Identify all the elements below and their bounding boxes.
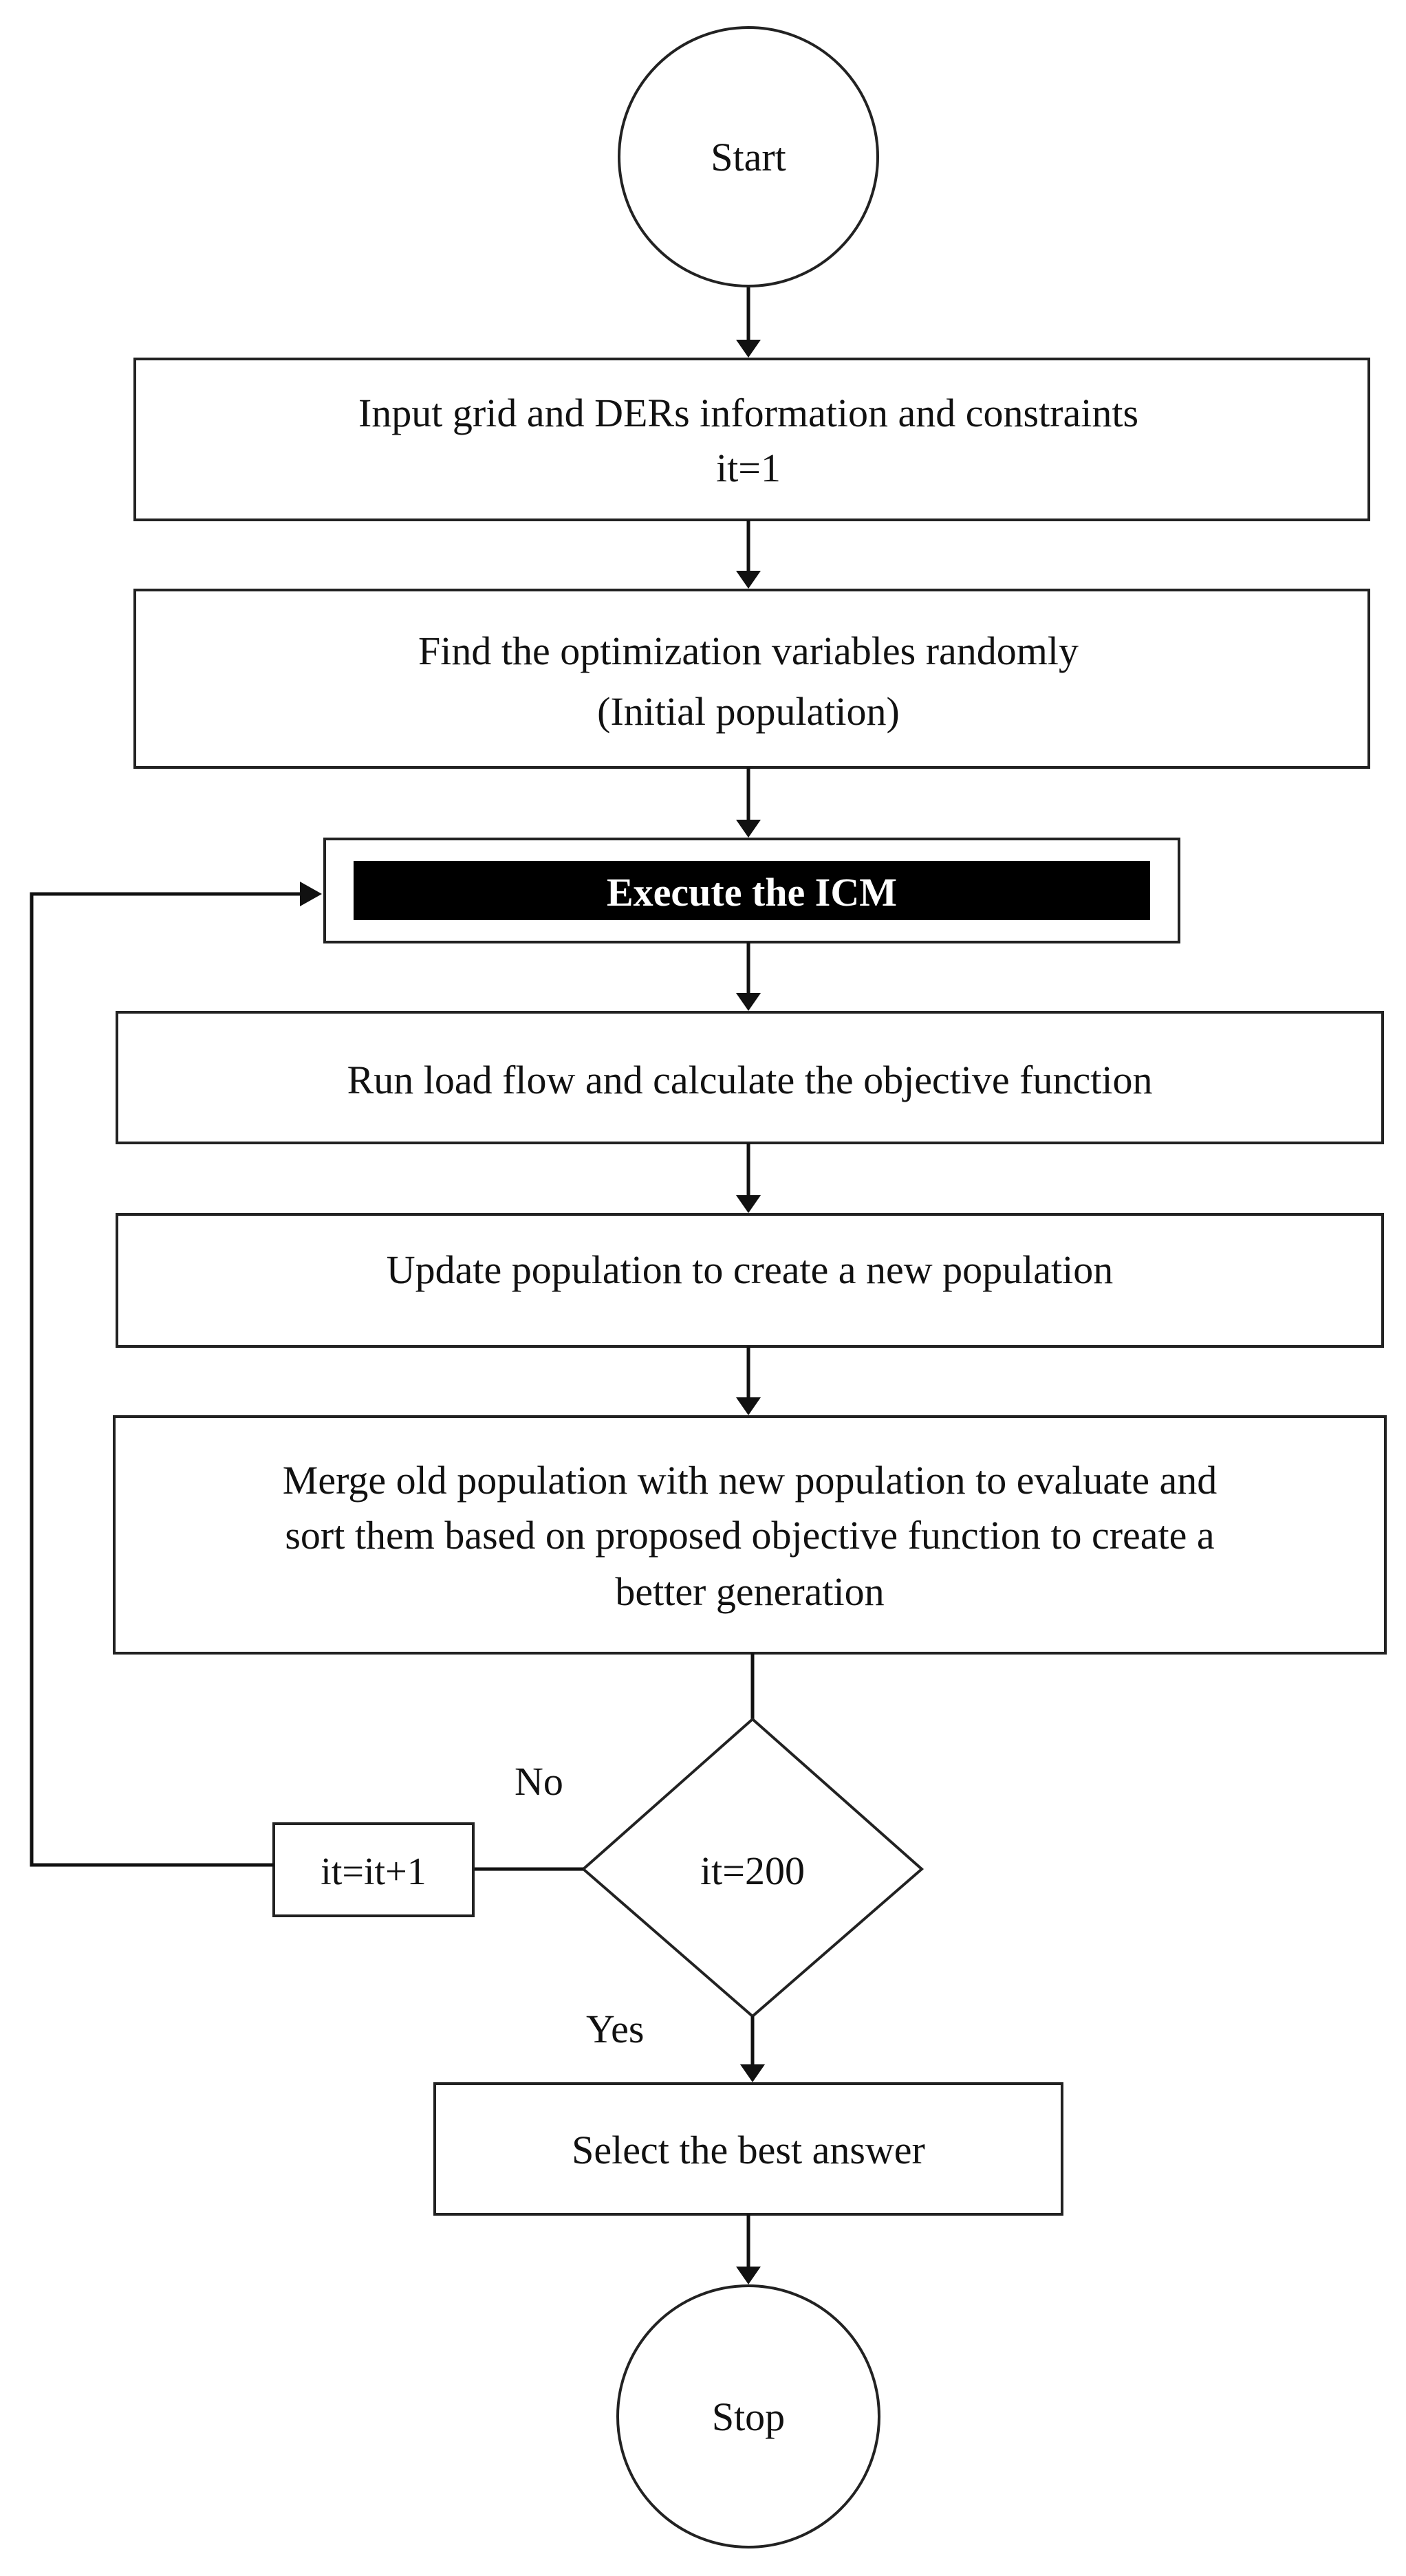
execute-label: Execute the ICM [607, 870, 897, 915]
merge-node: Merge old population with new population… [113, 1415, 1387, 1655]
update-node: Update population to create a new popula… [116, 1213, 1384, 1348]
arrowhead [736, 571, 761, 589]
merge-line-2: sort them based on proposed objective fu… [285, 1513, 1214, 1558]
start-node: Start [618, 26, 879, 287]
update-label: Update population to create a new popula… [387, 1247, 1114, 1292]
merge-box [113, 1415, 1387, 1655]
stop-label: Stop [712, 2394, 785, 2439]
arrowhead [736, 340, 761, 358]
execute-node: Execute the ICM [323, 838, 1180, 943]
find-line-1: Find the optimization variables randomly [418, 629, 1079, 673]
select-box [433, 2082, 1063, 2216]
arrowhead [736, 1195, 761, 1213]
select-node: Select the best answer [433, 2082, 1063, 2216]
arrowhead [736, 2267, 761, 2284]
find-node: Find the optimization variables randomly… [133, 589, 1370, 769]
merge-line-1: Merge old population with new population… [283, 1458, 1217, 1503]
select-label: Select the best answer [572, 2128, 925, 2172]
start-circle [618, 26, 879, 287]
arrowhead [740, 2064, 765, 2082]
decision-node: it=200 [581, 1717, 924, 2018]
run-node: Run load flow and calculate the objectiv… [116, 1011, 1384, 1144]
find-line-2: (Initial population) [597, 689, 900, 734]
execute-inner-bar [354, 861, 1150, 920]
no-label: No [515, 1759, 563, 1804]
start-label: Start [711, 135, 786, 179]
run-label: Run load flow and calculate the objectiv… [347, 1058, 1153, 1102]
stop-node: Stop [616, 2284, 880, 2548]
merge-line-3: better generation [615, 1569, 884, 1614]
arrowhead [736, 1397, 761, 1415]
run-box [116, 1011, 1384, 1144]
input-line-2: it=1 [716, 446, 781, 490]
arrowhead [736, 993, 761, 1011]
increment-label: it=it+1 [321, 1851, 426, 1893]
edge-loop-back [30, 892, 303, 1867]
input-node: Input grid and DERs information and cons… [133, 358, 1370, 521]
arrowhead [300, 882, 322, 906]
input-line-1: Input grid and DERs information and cons… [358, 391, 1138, 435]
increment-node: it=it+1 [272, 1822, 475, 1917]
arrowhead [736, 820, 761, 838]
find-box [133, 589, 1370, 769]
stop-circle [616, 2284, 880, 2548]
yes-label: Yes [586, 2007, 644, 2051]
update-box [116, 1213, 1384, 1348]
input-box [133, 358, 1370, 521]
increment-box [272, 1822, 475, 1917]
decision-label: it=200 [700, 1848, 805, 1893]
